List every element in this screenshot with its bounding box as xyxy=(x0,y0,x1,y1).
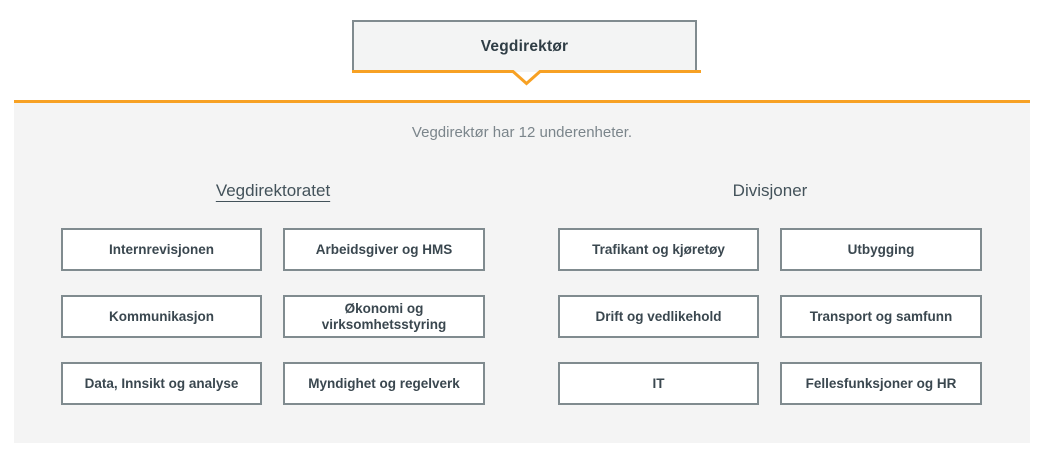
org-root-label: Vegdirektør xyxy=(480,38,569,55)
unit-box-drift-og-vedlikehold[interactable]: Drift og vedlikehold xyxy=(558,295,759,338)
unit-box-trafikant-og-kjoretoy[interactable]: Trafikant og kjøretøy xyxy=(558,228,759,271)
org-root-node[interactable]: Vegdirektør xyxy=(352,20,701,86)
chevron-down-icon xyxy=(352,70,701,86)
unit-box-internrevisjonen[interactable]: Internrevisjonen xyxy=(61,228,262,271)
subunits-panel: Vegdirektør har 12 underenheter. Vegdire… xyxy=(14,100,1030,443)
unit-grid-vegdirektoratet: Internrevisjonen Arbeidsgiver og HMS Kom… xyxy=(61,228,485,405)
unit-box-fellesfunksjoner-og-hr[interactable]: Fellesfunksjoner og HR xyxy=(780,362,982,405)
unit-box-kommunikasjon[interactable]: Kommunikasjon xyxy=(61,295,262,338)
group-heading-divisjoner: Divisjoner xyxy=(732,181,808,200)
unit-box-arbeidsgiver-og-hms[interactable]: Arbeidsgiver og HMS xyxy=(283,228,485,271)
group-heading-vegdirektoratet[interactable]: Vegdirektoratet xyxy=(215,181,331,200)
unit-grid-divisjoner: Trafikant og kjøretøy Utbygging Drift og… xyxy=(558,228,982,405)
group-divisjoner: Divisjoner Trafikant og kjøretøy Utbyggi… xyxy=(558,180,982,405)
unit-box-data-innsikt-og-analyse[interactable]: Data, Innsikt og analyse xyxy=(61,362,262,405)
unit-box-myndighet-og-regelverk[interactable]: Myndighet og regelverk xyxy=(283,362,485,405)
unit-box-okonomi-og-virksomhetsstyring[interactable]: Økonomi og virksomhetsstyring xyxy=(283,295,485,338)
group-vegdirektoratet: Vegdirektoratet Internrevisjonen Arbeids… xyxy=(61,180,485,405)
unit-box-transport-og-samfunn[interactable]: Transport og samfunn xyxy=(780,295,982,338)
group-columns: Vegdirektoratet Internrevisjonen Arbeids… xyxy=(14,180,1030,405)
subunit-count-text: Vegdirektør har 12 underenheter. xyxy=(411,124,633,141)
unit-box-it[interactable]: IT xyxy=(558,362,759,405)
unit-box-utbygging[interactable]: Utbygging xyxy=(780,228,982,271)
